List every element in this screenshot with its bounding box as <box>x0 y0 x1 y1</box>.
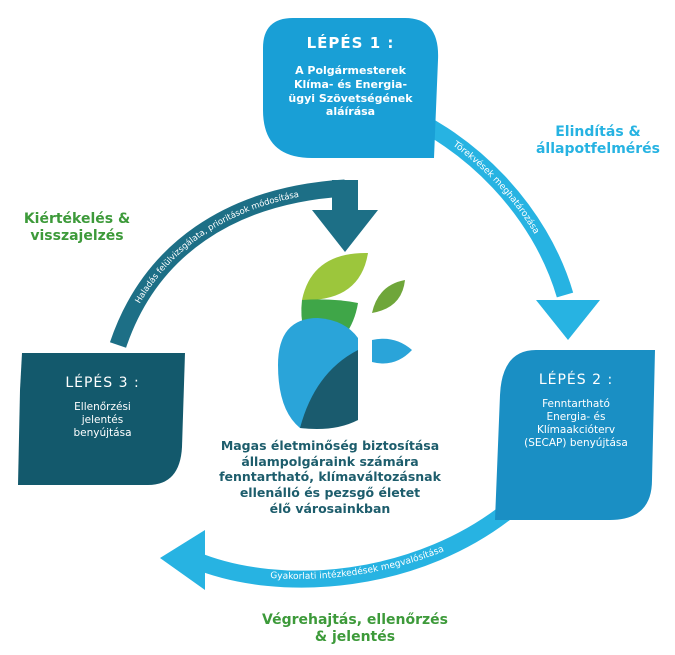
step3-line: Ellenőrzési <box>74 401 131 413</box>
logo-leaf-navy <box>300 350 358 429</box>
step1-title: LÉPÉS 1 : <box>306 34 395 52</box>
arrow-left-stem <box>332 180 358 214</box>
step2-shape <box>495 350 655 520</box>
center-mission-text: Magas életminőség biztosítása állampolgá… <box>205 438 455 516</box>
step2-line: Klímaakcióterv <box>536 424 616 437</box>
phase-label-implementation: Végrehajtás, ellenőrzés & jelentés <box>225 612 485 646</box>
step1-line: ügyi Szövetségének <box>288 91 413 105</box>
step1-line: A Polgármesterek <box>295 64 406 77</box>
step2-line: (SECAP) benyújtása <box>524 437 628 450</box>
phase-implementation-line: & jelentés <box>314 628 396 645</box>
phase-evaluation-line: visszajelzés <box>30 227 124 244</box>
logo-leaf-lime <box>302 252 368 301</box>
phase-start-line: Elindítás & <box>555 124 641 140</box>
arrow-bottom-band <box>191 498 521 588</box>
step3-title: LÉPÉS 3 : <box>65 375 140 391</box>
logo-leaf-skyblue <box>372 338 412 364</box>
step3-shape <box>18 353 185 485</box>
step2-title: LÉPÉS 2 : <box>538 372 614 388</box>
arrow-right-head <box>536 300 600 340</box>
center-line: fenntartható, klímaváltozásnak <box>219 469 441 485</box>
step3-box: LÉPÉS 3 : Ellenőrzési jelentés benyújtás… <box>20 375 185 440</box>
center-line: élő városainkban <box>269 500 391 516</box>
step2-description: Fenntartható Energia- és Klímaakcióterv … <box>500 398 652 451</box>
step3-line: jelentés <box>81 414 124 427</box>
phase-start-line: állapotfelmérés <box>535 140 661 157</box>
step3-line: benyújtása <box>73 427 132 440</box>
step2-box: LÉPÉS 2 : Fenntartható Energia- és Klíma… <box>500 372 652 451</box>
step1-description: A Polgármesterek Klíma- és Energia- ügyi… <box>263 64 438 119</box>
step1-shape <box>263 18 439 158</box>
step1-line: Klíma- és Energia- <box>293 77 408 91</box>
logo-leaf-olive <box>372 280 405 313</box>
step2-line: Fenntartható <box>542 398 610 410</box>
step1-line: aláírása <box>325 105 376 119</box>
step1-box: LÉPÉS 1 : A Polgármesterek Klíma- és Ene… <box>263 34 438 119</box>
phase-implementation-line: Végrehajtás, ellenőrzés <box>262 612 448 628</box>
arrow-left-head <box>312 210 378 252</box>
step3-description: Ellenőrzési jelentés benyújtása <box>20 401 185 440</box>
step2-line: Energia- és <box>546 411 606 424</box>
phase-label-start: Elindítás & állapotfelmérés <box>528 124 668 158</box>
center-line: ellenálló és pezsgő életet <box>239 484 421 500</box>
arrow-bottom-head <box>160 530 205 590</box>
center-line: állampolgáraink számára <box>241 453 419 469</box>
arrow-left-band <box>109 179 346 348</box>
center-line: Magas életminőség biztosítása <box>220 438 440 453</box>
phase-label-evaluation: Kiértékelés & visszajelzés <box>12 211 142 245</box>
phase-evaluation-line: Kiértékelés & <box>23 211 131 227</box>
